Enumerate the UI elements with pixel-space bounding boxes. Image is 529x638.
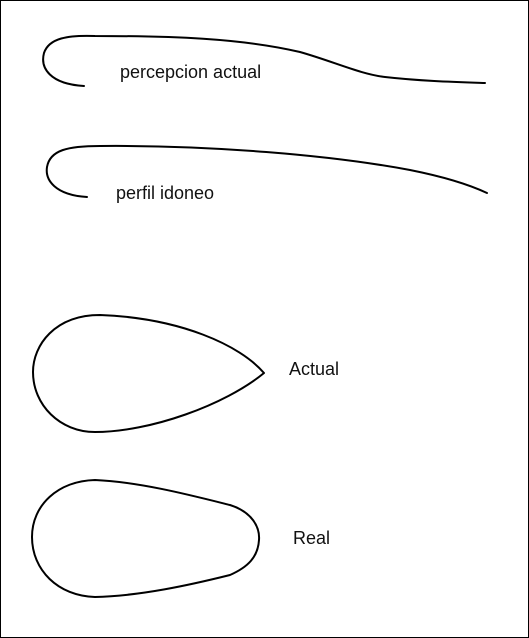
actual-teardrop-shape xyxy=(32,314,265,433)
actual-label: Actual xyxy=(289,359,340,379)
ideal-profile-curve xyxy=(45,144,488,198)
real-egg-shape xyxy=(31,479,261,598)
real-label: Real xyxy=(293,528,331,548)
ideal-profile-label: perfil idoneo xyxy=(116,183,215,203)
perception-curve xyxy=(42,34,486,87)
perception-label: percepcion actual xyxy=(120,62,262,82)
